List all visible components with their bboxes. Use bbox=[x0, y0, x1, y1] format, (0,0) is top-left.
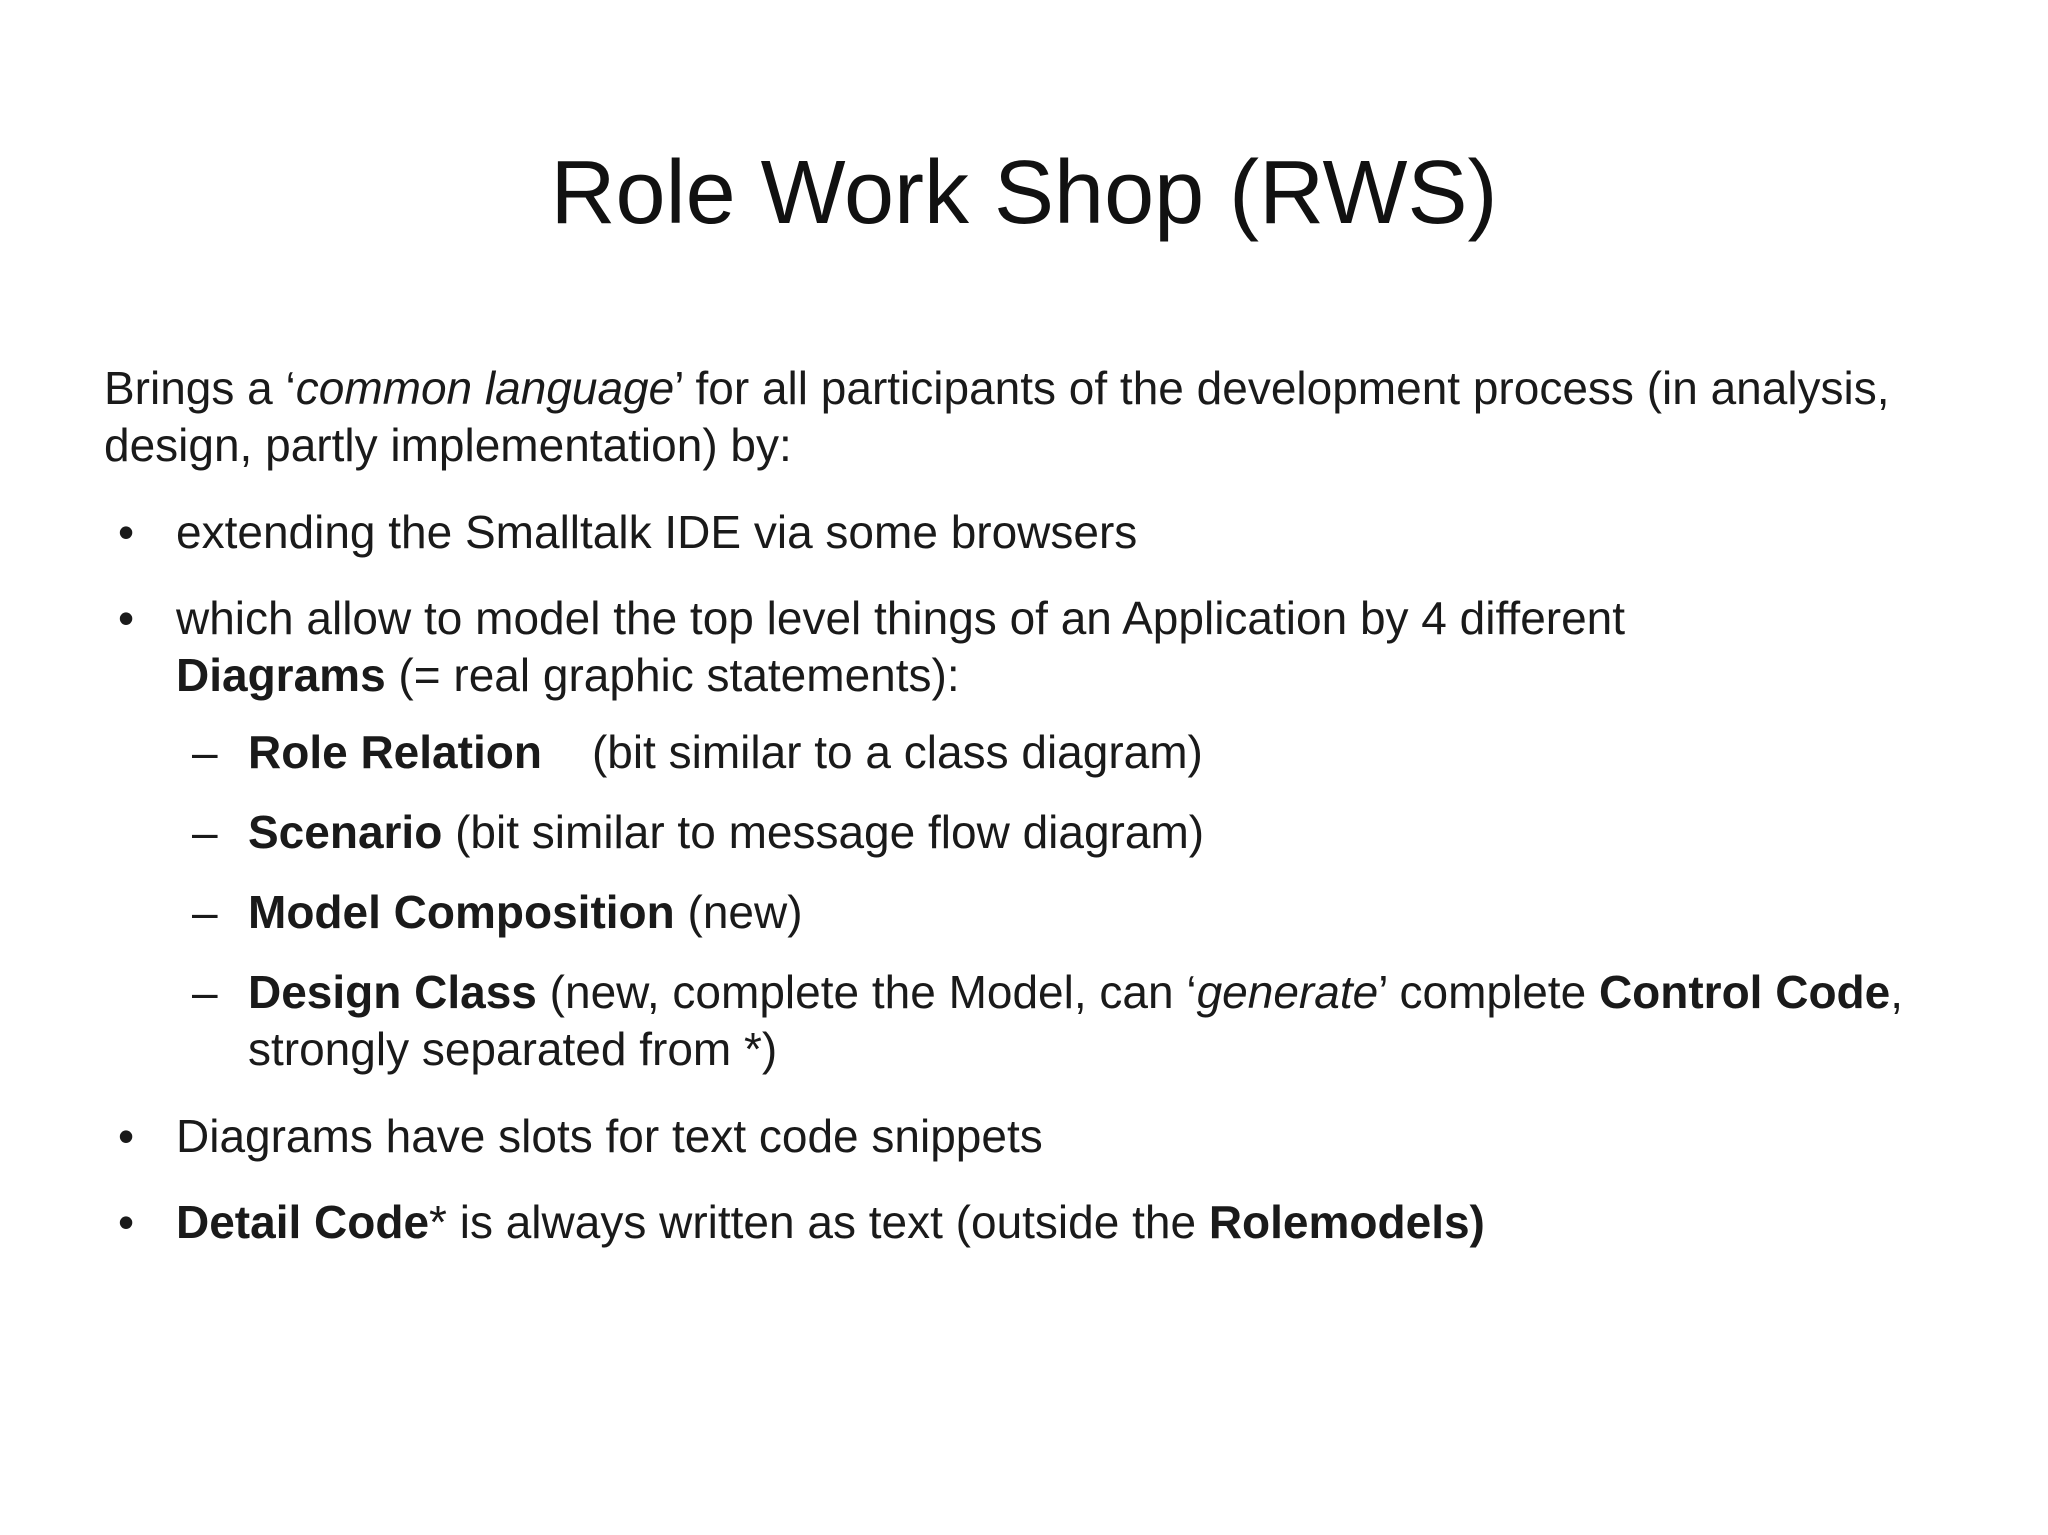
bullet-text: extending the Smalltalk IDE via some bro… bbox=[176, 506, 1138, 558]
sub-item-emphasis: generate bbox=[1196, 966, 1379, 1018]
bullet-bold-term: Diagrams bbox=[176, 649, 386, 701]
dash-marker: – bbox=[192, 726, 218, 778]
intro-emphasis: common language bbox=[295, 362, 675, 414]
bullet-marker: • bbox=[118, 1110, 135, 1162]
sub-item-term: Model Composition bbox=[248, 886, 675, 938]
sub-item-text: (bit similar to message flow diagram) bbox=[442, 806, 1205, 858]
sub-item-text: (bit similar to a class diagram) bbox=[591, 726, 1203, 778]
bullet-marker: • bbox=[118, 592, 135, 644]
slide-title: Role Work Shop (RWS) bbox=[550, 143, 1498, 243]
bullet-marker: • bbox=[118, 506, 135, 558]
sub-item-text: (new, complete the Model, can ‘ bbox=[536, 966, 1197, 1018]
bullet-text: which allow to model the top level thing… bbox=[176, 592, 1626, 644]
sub-item-text-3: , strongly separated from *) bbox=[248, 966, 1904, 1075]
intro-text-pre: Brings a ‘ bbox=[104, 362, 296, 414]
dash-marker: – bbox=[192, 966, 218, 1018]
bullet-item: • Detail Code* is always written as text… bbox=[104, 1194, 1964, 1251]
bullet-bold-term-2: Rolemodels) bbox=[1208, 1196, 1485, 1248]
sub-item-term: Scenario bbox=[248, 806, 443, 858]
intro-text-post: ’ for all participants of the developmen… bbox=[104, 362, 1890, 471]
intro-paragraph: Brings a ‘common language’ for all parti… bbox=[104, 360, 1964, 474]
sub-item: – Design Class (new, complete the Model,… bbox=[104, 964, 1964, 1078]
sub-item-text: (new) bbox=[674, 886, 803, 938]
sub-item-term: Design Class bbox=[248, 966, 537, 1018]
sub-item: – Role Relation (bit similar to a class d… bbox=[104, 724, 1964, 781]
sub-item-text-2: ’ complete bbox=[1378, 966, 1599, 1018]
sub-item: – Model Composition (new) bbox=[104, 884, 1964, 941]
dash-marker: – bbox=[192, 806, 218, 858]
sub-item-term: Role Relation bbox=[248, 726, 542, 778]
bullet-marker: • bbox=[118, 1196, 135, 1248]
bullet-text: * is always written as text (outside the bbox=[429, 1196, 1209, 1248]
bullet-bold-term: Detail Code bbox=[176, 1196, 430, 1248]
sub-item-term-2: Control Code bbox=[1598, 966, 1891, 1018]
bullet-item: • extending the Smalltalk IDE via some b… bbox=[104, 504, 1964, 561]
slide-body: Brings a ‘common language’ for all parti… bbox=[104, 360, 1964, 1251]
bullet-text: Diagrams have slots for text code snippe… bbox=[176, 1110, 1043, 1162]
bullet-item: • which allow to model the top level thi… bbox=[104, 590, 1964, 704]
bullet-text-tail: (= real graphic statements): bbox=[385, 649, 960, 701]
bullet-item: • Diagrams have slots for text code snip… bbox=[104, 1108, 1964, 1165]
sub-item: – Scenario (bit similar to message flow … bbox=[104, 804, 1964, 861]
dash-marker: – bbox=[192, 886, 218, 938]
